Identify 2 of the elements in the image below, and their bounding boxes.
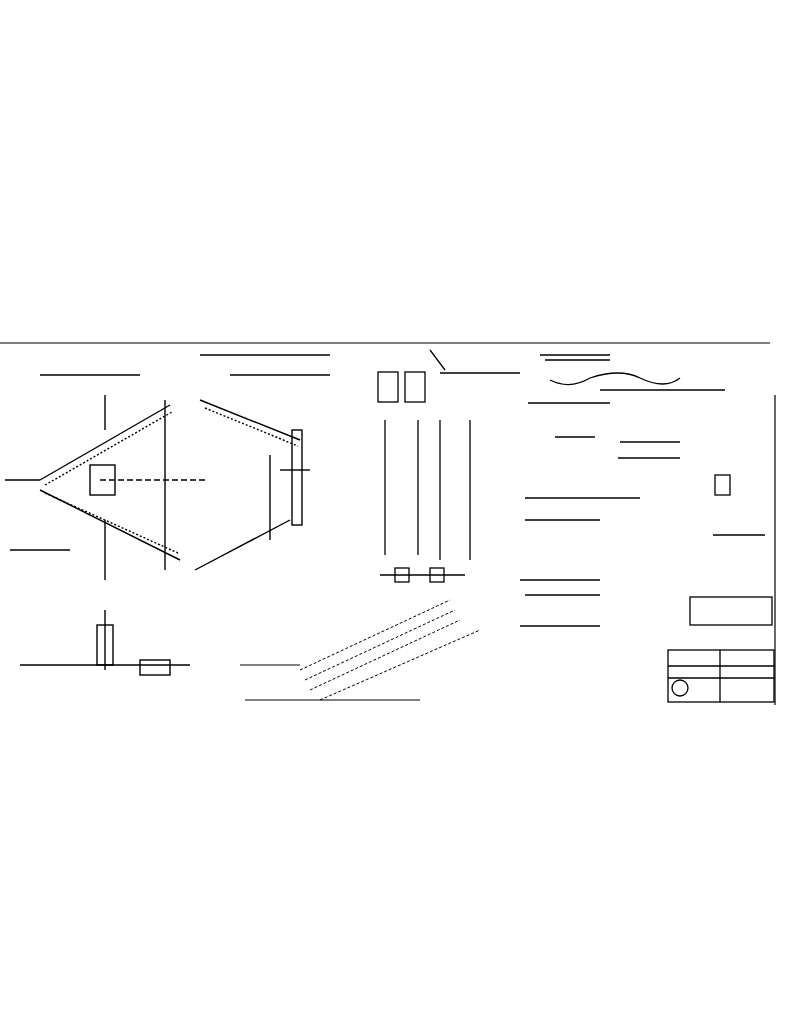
note-box (689, 596, 773, 626)
title-block (667, 649, 775, 703)
